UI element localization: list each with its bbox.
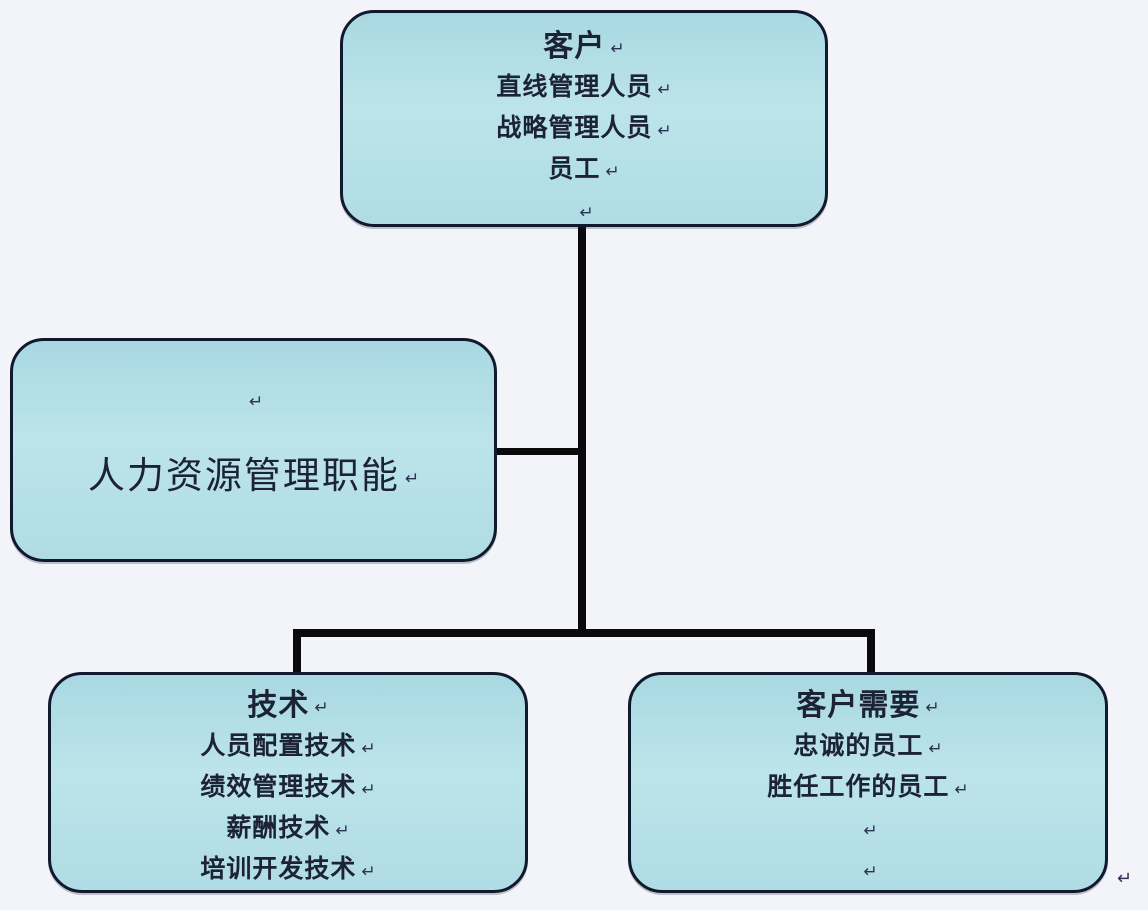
node-technology-title: 技术: [247, 689, 310, 722]
return-mark-icon: ↵: [657, 80, 672, 99]
connector-drop-right: [867, 629, 875, 675]
return-mark-icon: ↵: [863, 862, 878, 881]
return-mark-icon: ↵: [925, 698, 940, 717]
node-hr-function-title: 人力资源管理职能: [87, 456, 400, 497]
list-item: 员工 ↵: [548, 149, 619, 190]
node-customer-title: 客户: [543, 30, 606, 63]
return-mark-icon: ↵: [863, 821, 878, 840]
node-customer-needs: 客户需要 ↵ 忠诚的员工 ↵ 胜任工作的员工 ↵ ↵ ↵: [628, 672, 1108, 893]
empty-line: ↵: [244, 379, 263, 420]
empty-line: ↵: [574, 190, 593, 231]
list-item: 人员配置技术 ↵: [200, 726, 375, 767]
return-mark-icon: ↵: [335, 821, 350, 840]
return-mark-icon: ↵: [954, 780, 969, 799]
return-mark-icon: ↵: [248, 392, 264, 411]
node-technology-item: 培训开发技术: [200, 855, 357, 883]
return-mark-icon: ↵: [361, 862, 376, 881]
node-customer-needs-item: 忠诚的员工: [793, 732, 924, 760]
empty-line: ↵: [858, 849, 877, 890]
node-technology-item: 薪酬技术: [226, 814, 331, 842]
return-mark-icon: ↵: [1117, 868, 1133, 888]
node-technology: 技术 ↵ 人员配置技术 ↵ 绩效管理技术 ↵ 薪酬技术 ↵ 培训开发技术 ↵: [48, 672, 528, 893]
return-mark-icon: ↵: [928, 739, 943, 758]
node-customer-needs-title: 客户需要: [796, 689, 921, 722]
return-mark-icon: ↵: [404, 469, 420, 488]
connector-drop-left: [293, 629, 301, 675]
return-mark-icon: ↵: [610, 39, 625, 58]
return-mark-icon: ↵: [579, 203, 594, 222]
empty-line: ↵: [858, 808, 877, 849]
node-customer-title-line: 客户 ↵: [543, 26, 624, 67]
connector-trunk-vertical: [578, 226, 586, 635]
list-item: 培训开发技术 ↵: [200, 849, 375, 890]
node-technology-item: 绩效管理技术: [200, 773, 357, 801]
node-customer-item: 直线管理人员: [496, 73, 653, 101]
return-mark-icon: ↵: [605, 162, 620, 181]
list-item: 薪酬技术 ↵: [226, 808, 349, 849]
node-technology-item: 人员配置技术: [200, 732, 357, 760]
node-hr-function-title-line: 人力资源管理职能 ↵: [88, 452, 419, 502]
node-customer-item: 战略管理人员: [496, 114, 653, 142]
return-mark-icon: ↵: [657, 121, 672, 140]
node-customer-item: 员工: [548, 155, 601, 183]
list-item: 忠诚的员工 ↵: [793, 726, 942, 767]
list-item: 绩效管理技术 ↵: [200, 767, 375, 808]
connector-branch-horizontal: [293, 629, 875, 637]
list-item: 直线管理人员 ↵: [496, 67, 671, 108]
list-item: 胜任工作的员工 ↵: [767, 767, 968, 808]
node-customer-needs-item: 胜任工作的员工: [767, 773, 950, 801]
node-hr-function: ↵ 人力资源管理职能 ↵: [10, 338, 497, 562]
return-mark-icon: ↵: [361, 739, 376, 758]
return-mark-icon: ↵: [361, 780, 376, 799]
node-customer-needs-title-line: 客户需要 ↵: [796, 685, 939, 726]
return-mark-icon: ↵: [314, 698, 329, 717]
node-technology-title-line: 技术 ↵: [247, 685, 328, 726]
list-item: 战略管理人员 ↵: [496, 108, 671, 149]
node-customer: 客户 ↵ 直线管理人员 ↵ 战略管理人员 ↵ 员工 ↵ ↵: [340, 10, 828, 227]
connector-hr-horizontal: [494, 448, 582, 455]
